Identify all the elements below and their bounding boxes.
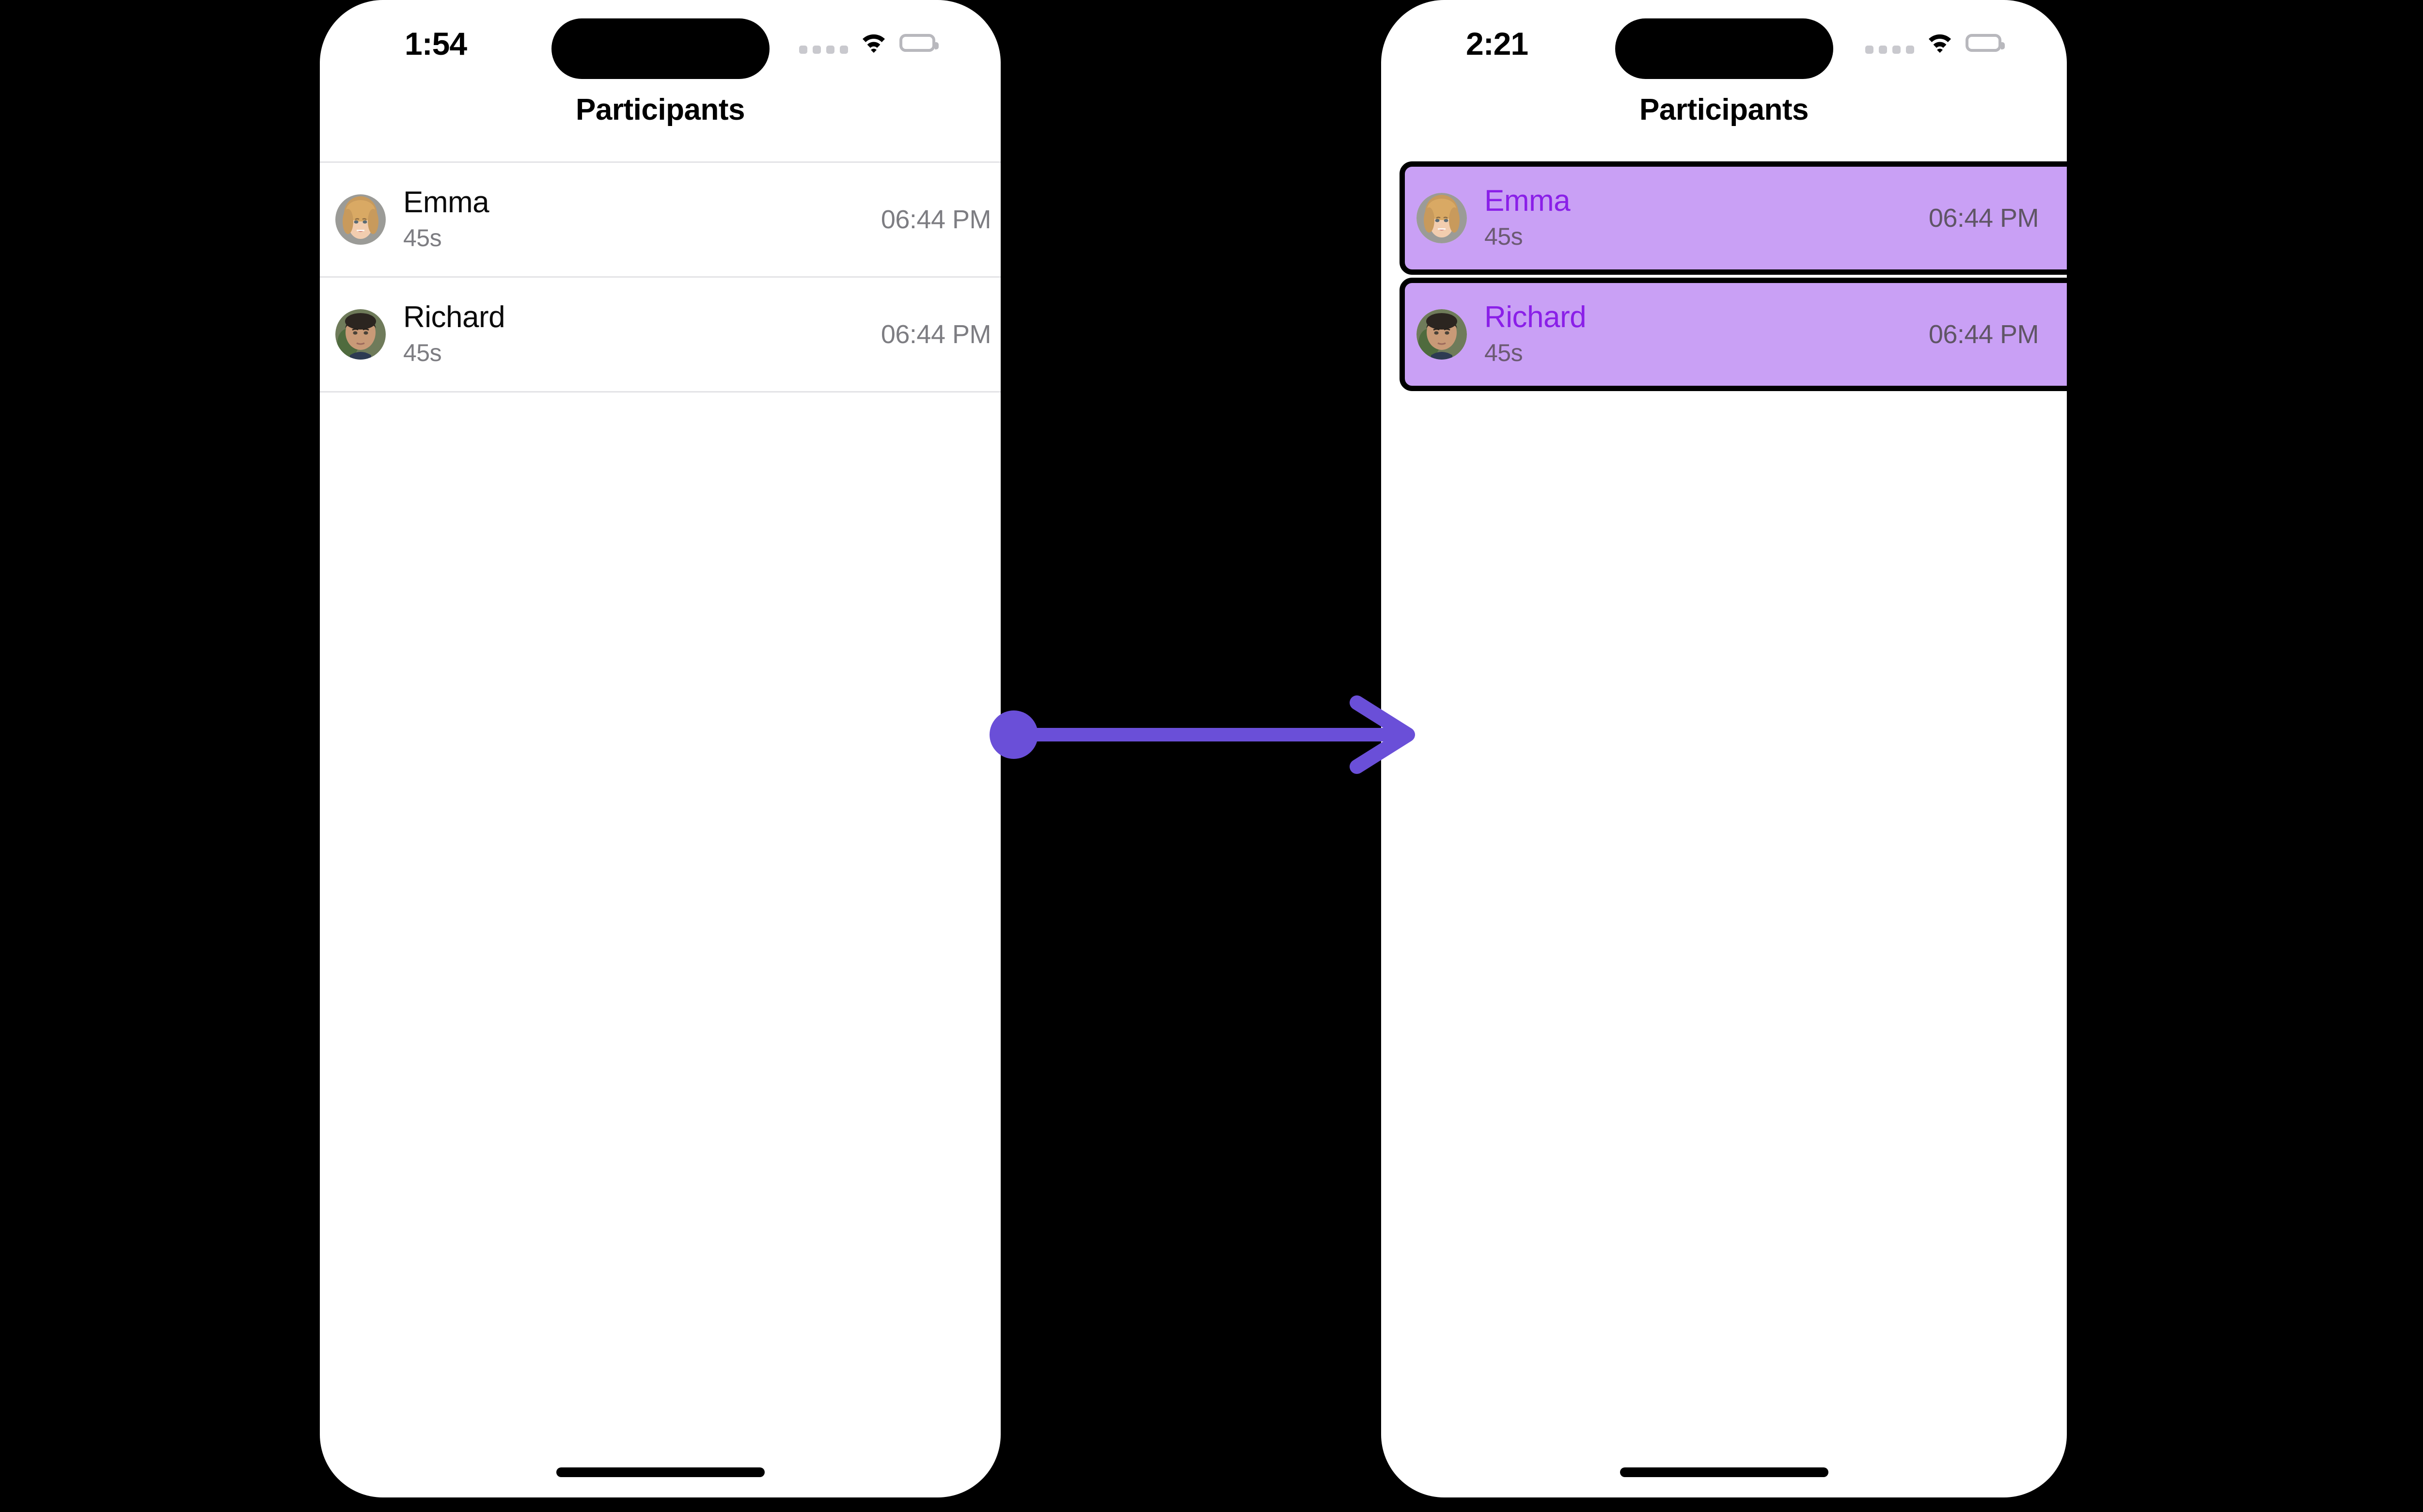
participants-list: Emma 45s 06:44 PM Richard 45s 06:44 PM xyxy=(1381,161,2067,391)
participant-time: 06:44 PM xyxy=(1928,204,2039,233)
status-bar-time: 2:21 xyxy=(1466,26,1528,62)
list-item[interactable]: Richard 45s 06:44 PM xyxy=(320,278,1001,391)
wifi-icon xyxy=(860,32,888,54)
nav-divider xyxy=(320,161,1001,163)
avatar xyxy=(335,309,386,360)
status-bar-indicators xyxy=(799,28,939,57)
navigation-bar: Participants xyxy=(320,90,1001,161)
avatar xyxy=(335,194,386,245)
signal-dots-icon xyxy=(1865,25,1914,61)
battery-icon xyxy=(1966,33,2005,52)
list-item-text: Richard 45s xyxy=(403,301,505,367)
page-title: Participants xyxy=(576,93,745,126)
list-separator xyxy=(320,391,1001,393)
wifi-icon xyxy=(1926,32,1954,54)
navigation-bar: Participants xyxy=(1381,90,2067,161)
list-item-selected[interactable]: Emma 45s 06:44 PM xyxy=(1400,161,2067,275)
avatar xyxy=(1416,309,1467,360)
participant-duration: 45s xyxy=(1484,339,1523,367)
participant-time: 06:44 PM xyxy=(881,320,991,349)
dynamic-island xyxy=(1615,18,1833,79)
signal-dots-icon xyxy=(799,25,848,61)
participant-name: Emma xyxy=(403,186,489,220)
participant-time: 06:44 PM xyxy=(1928,320,2039,349)
status-bar-time: 1:54 xyxy=(405,26,467,62)
list-item-selected[interactable]: Richard 45s 06:44 PM xyxy=(1400,278,2067,391)
avatar xyxy=(1416,193,1467,243)
status-bar-indicators xyxy=(1865,28,2005,57)
list-item-text: Richard 45s xyxy=(1484,300,1587,367)
participant-duration: 45s xyxy=(1484,223,1523,251)
home-indicator[interactable] xyxy=(1620,1467,1828,1477)
status-bar: 1:54 xyxy=(320,0,1001,90)
page-title: Participants xyxy=(1639,93,1809,126)
battery-icon xyxy=(899,33,939,52)
list-item[interactable]: Emma 45s 06:44 PM xyxy=(320,163,1001,276)
participant-duration: 45s xyxy=(403,224,442,252)
participant-name: Richard xyxy=(1484,300,1587,334)
participant-name: Emma xyxy=(1484,184,1571,218)
home-indicator[interactable] xyxy=(556,1467,765,1477)
participant-time: 06:44 PM xyxy=(881,205,991,234)
list-separator xyxy=(320,276,1001,278)
phone-screen-before: 1:54 Participants Emma 45s xyxy=(320,0,1001,1497)
list-item-text: Emma 45s xyxy=(403,187,489,252)
participants-list: Emma 45s 06:44 PM Richard 45s 06:44 PM xyxy=(320,163,1001,393)
phone-screen-after: 2:21 Participants Emma 45s xyxy=(1381,0,2067,1497)
list-item-text: Emma 45s xyxy=(1484,184,1571,251)
dynamic-island xyxy=(551,18,770,79)
status-bar: 2:21 xyxy=(1381,0,2067,90)
participant-duration: 45s xyxy=(403,339,442,367)
participant-name: Richard xyxy=(403,300,505,334)
